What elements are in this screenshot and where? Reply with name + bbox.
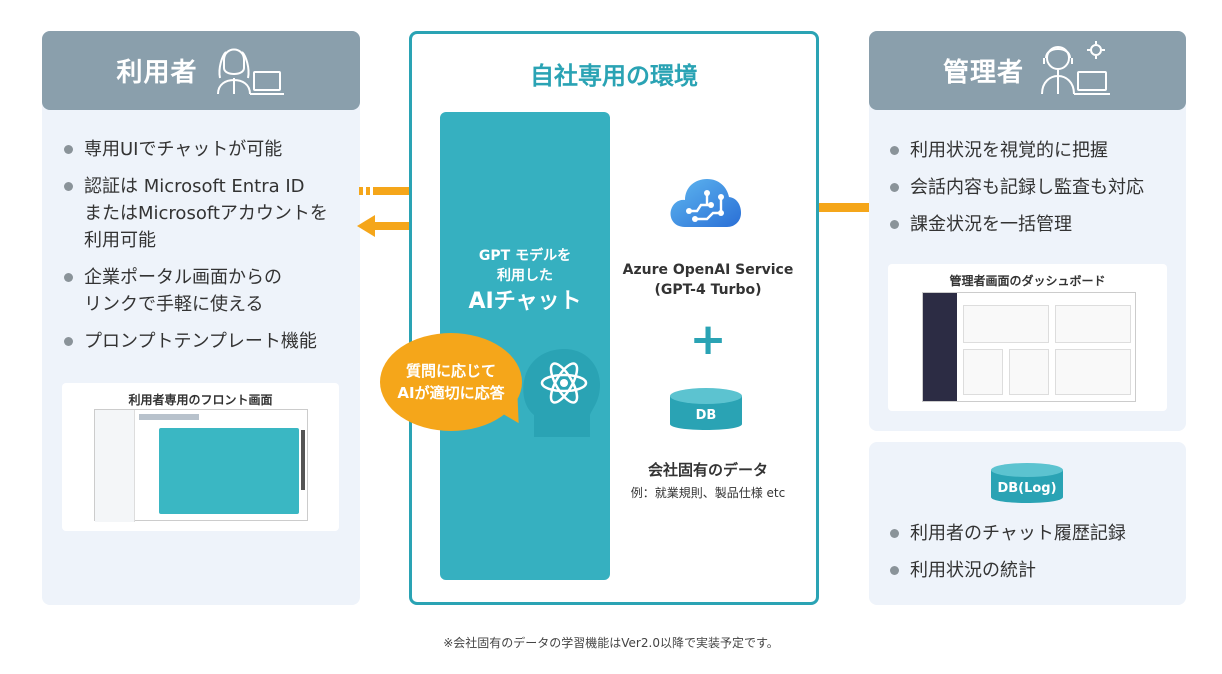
ai-chat-line2: 利用した — [497, 268, 553, 284]
ai-response-bubble: 質問に応じて AIが適切に応答 — [380, 333, 522, 431]
bubble-line2: AIが適切に応答 — [397, 384, 505, 402]
company-data-label: 会社固有のデータ — [647, 461, 768, 479]
user-at-laptop-icon — [214, 38, 286, 104]
company-data-example: 例：就業規則、製品仕様 etc — [630, 486, 786, 500]
ai-chat-column: GPT モデルを 利用した AIチャット — [440, 112, 610, 580]
log-feature-list: 利用者のチャット履歴記録 利用状況の統計 — [888, 520, 1183, 594]
admin-feature-item: 課金状況を一括管理 — [888, 211, 1183, 238]
admin-screenshot-card: 管理者画面のダッシュボード — [888, 264, 1167, 411]
plus-icon: + — [689, 314, 727, 365]
user-feature-item: 専用UIでチャットが可能 — [62, 136, 352, 163]
admin-title: 管理者 — [942, 58, 1024, 88]
user-screenshot-card: 利用者専用のフロント画面 — [62, 383, 339, 531]
footnote: ※会社固有のデータの学習機能はVer2.0以降で実装予定です。 — [443, 636, 779, 650]
admin-feature-list: 利用状況を視覚的に把握 会話内容も記録し監査も対応 課金状況を一括管理 — [888, 137, 1183, 248]
admin-header: 管理者 — [869, 31, 1186, 110]
user-title: 利用者 — [116, 58, 198, 88]
database-icon — [670, 388, 742, 430]
azure-name: Azure OpenAI Service — [622, 262, 794, 278]
log-database-icon-label: DB(Log) — [997, 481, 1057, 496]
log-feature-item: 利用者のチャット履歴記録 — [888, 520, 1183, 547]
azure-model: (GPT-4 Turbo) — [654, 282, 762, 298]
ai-head-icon — [523, 349, 600, 437]
user-feature-item: プロンプトテンプレート機能 — [62, 328, 352, 355]
admin-dashboard-thumbnail — [922, 292, 1136, 402]
azure-openai-label: Azure OpenAI Service (GPT-4 Turbo) — [618, 260, 798, 300]
admin-screenshot-title: 管理者画面のダッシュボード — [949, 274, 1106, 288]
ai-chat-line1: GPT モデルを — [478, 248, 572, 264]
admin-feature-item: 会話内容も記録し監査も対応 — [888, 174, 1183, 201]
user-screenshot-title: 利用者専用のフロント画面 — [128, 393, 273, 407]
database-icon-label: DB — [695, 408, 717, 423]
admin-connector-line — [819, 203, 870, 212]
admin-feature-item: 利用状況を視覚的に把握 — [888, 137, 1183, 164]
log-feature-item: 利用状況の統計 — [888, 557, 1183, 584]
bubble-line1: 質問に応じて — [405, 362, 496, 380]
environment-title: 自社専用の環境 — [530, 62, 698, 90]
ai-chat-label: GPT モデルを 利用した AIチャット — [440, 246, 610, 318]
user-front-screen-thumbnail — [94, 409, 308, 522]
ai-chat-title: AIチャット — [468, 289, 582, 314]
azure-cloud-icon — [670, 179, 741, 227]
user-header: 利用者 — [42, 31, 360, 110]
log-database-icon — [991, 463, 1063, 503]
user-feature-item: 企業ポータル画面からのリンクで手軽に使える — [62, 264, 352, 318]
admin-at-laptop-icon — [1040, 38, 1112, 104]
company-environment-panel: 自社専用の環境 GPT モデルを 利用した AIチャット — [409, 31, 819, 605]
